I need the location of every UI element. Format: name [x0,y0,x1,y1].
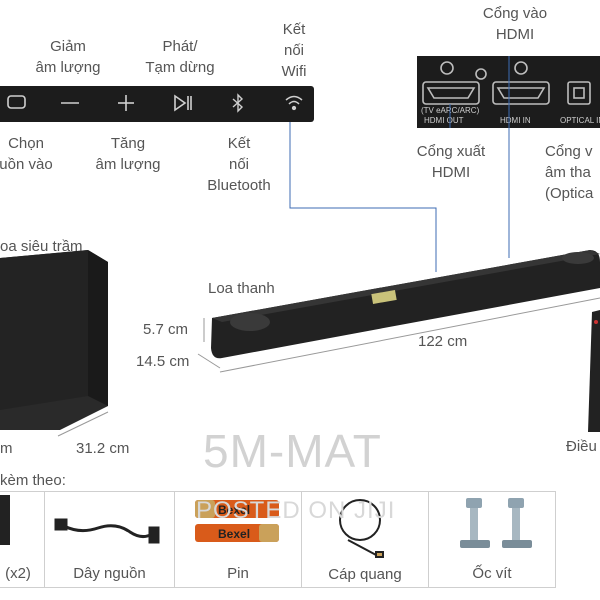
optical-cable-image [339,499,384,558]
control-panel-strip [0,86,314,122]
play-pause-icon [174,94,192,112]
remote-image [588,310,600,432]
accessory-item-label: (x2) [5,565,31,582]
accessory-item-label: Cáp quang [328,566,402,583]
optical-label: Cổng v âm tha (Optica [545,143,594,202]
subwoofer-image [0,250,108,430]
soundbar-image [211,250,600,359]
bluetooth-label: Kết nối Bluetooth [207,135,271,194]
panel-optical-text: OPTICAL IN [560,116,600,125]
panel-hdmi-in-text: HDMI IN [500,116,531,125]
screws-image [460,498,532,548]
power-cord-image [54,518,160,544]
watermark-text: 5M-MAT [203,425,382,477]
accessories-table [0,491,556,588]
bluetooth-icon [232,93,244,113]
wifi-leader-line [289,122,437,272]
accessory-item-label: Pin [227,565,249,582]
subwoofer-label: oa siêu trầm [0,238,83,255]
battery-brand-text: Bexel [218,503,250,517]
sub-dim-line [57,411,109,437]
sub-width-label: m [0,440,13,457]
cell-divider [428,491,429,587]
hdmi-out-label: Cổng xuất HDMI [416,143,486,181]
accessories-header: kèm theo: [0,472,66,489]
input-source-label: Chọn uồn vào [0,135,53,173]
wifi-label: Kết nối Wifi [281,21,307,80]
bar-width-label: 122 cm [418,333,468,350]
cell-divider [301,491,302,587]
volume-up-icon [118,95,134,111]
accessory-item-label: Ốc vít [472,565,512,582]
battery-brand-text: Bexel [218,527,250,541]
hdmi-in-label: Cổng vào HDMI [482,5,548,43]
bar-depth-label: 14.5 cm [136,353,190,370]
optical-port-icon [567,81,591,105]
panel-hdmi-out-text: HDMI OUT [424,116,464,125]
hdmi-out-port-icon [422,81,480,105]
remote-label: Điều [566,438,597,455]
bar-height-label: 5.7 cm [143,321,189,338]
play-pause-label: Phát/ Tạm dừng [145,38,215,76]
wifi-icon [285,95,303,111]
remote-accessory-image [0,495,10,545]
volume-up-label: Tăng âm lượng [95,135,161,173]
soundbar-label: Loa thanh [208,280,275,297]
accessory-item-label: Dây nguồn [73,565,146,582]
volume-down-label: Giảm âm lượng [35,38,101,76]
sub-depth-label: 31.2 cm [76,440,130,457]
batteries-image [195,500,279,542]
hdmi-in-port-icon [492,81,550,105]
cell-divider [44,491,45,587]
cell-divider [174,491,175,587]
bar-width-dim [219,297,600,373]
bar-depth-dim [197,353,221,369]
input-source-icon [7,95,26,109]
watermark-small-text: POSTED ON JIJI [196,497,396,524]
cell-divider [555,491,556,587]
